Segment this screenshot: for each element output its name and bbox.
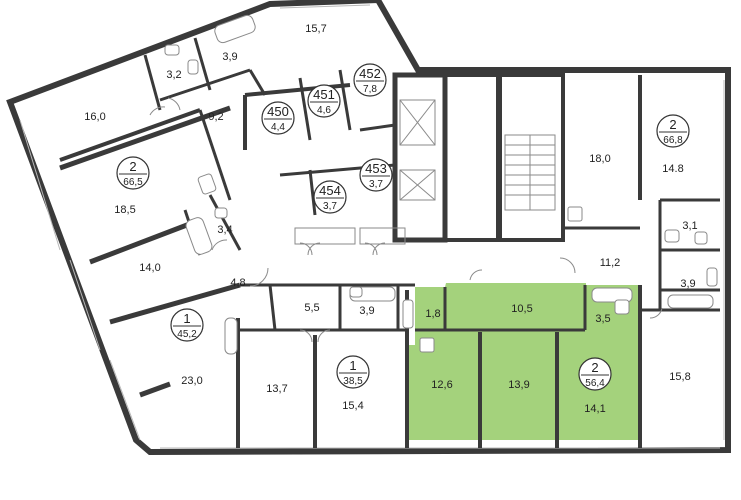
- unit-area: 56,4: [585, 378, 605, 389]
- unit-area: 3,7: [369, 179, 383, 190]
- unit-area: 4,6: [317, 105, 331, 116]
- room-area-label: 18,0: [589, 153, 610, 165]
- unit-number: 451: [313, 87, 335, 102]
- unit-badge-2-right: 2 66,8: [656, 114, 690, 148]
- entrance-doors: [294, 227, 406, 245]
- unit-area: 66,5: [123, 177, 143, 188]
- room-area-label: 15,4: [342, 400, 363, 412]
- room-labels: 15,7 3,9 3,2 16,0 9,2 18,5 3,4 14,0 4,8 …: [84, 23, 697, 415]
- room-area-label: 12,6: [431, 379, 452, 391]
- room-area-label: 3,9: [359, 305, 374, 317]
- highlighted-apartment[interactable]: [407, 283, 640, 440]
- unit-number: 1: [349, 358, 356, 373]
- unit-badge-451: 451 4,6: [307, 84, 341, 118]
- unit-number: 2: [129, 159, 136, 174]
- room-area-label: 14,1: [584, 403, 605, 415]
- unit-badge-2-highlight: 2 56,4: [578, 357, 612, 391]
- room-area-label: 3,5: [595, 313, 610, 325]
- room-area-label: 18,5: [114, 204, 135, 216]
- unit-badge-450: 450 4,4: [261, 101, 295, 135]
- unit-badge-1-left: 1 45,2: [170, 308, 204, 342]
- room-area-label: 3,9: [680, 278, 695, 290]
- unit-number: 454: [319, 183, 341, 198]
- unit-number: 450: [267, 104, 289, 119]
- unit-number: 453: [365, 161, 387, 176]
- room-area-label: 10,5: [511, 303, 532, 315]
- room-area-label: 13,9: [508, 379, 529, 391]
- unit-area: 45,2: [177, 329, 197, 340]
- unit-number: 2: [591, 360, 598, 375]
- room-area-label: 3,4: [217, 224, 232, 236]
- room-area-label: 4,8: [230, 277, 245, 289]
- room-area-label: 3,1: [682, 220, 697, 232]
- unit-badge-454: 454 3,7: [313, 180, 347, 214]
- room-area-label: 13,7: [266, 383, 287, 395]
- unit-area: 38,5: [343, 376, 363, 387]
- room-area-label: 23,0: [181, 375, 202, 387]
- room-area-label: 3,9: [222, 51, 237, 63]
- room-area-label: 15,8: [669, 371, 690, 383]
- room-area-label: 9,2: [208, 111, 223, 123]
- unit-badge-2-left: 2 66,5: [116, 156, 150, 190]
- unit-area: 3,7: [323, 201, 337, 212]
- room-area-label: 14,0: [139, 262, 160, 274]
- outer-walls: [6, 0, 731, 456]
- unit-area: 4,4: [271, 122, 285, 133]
- interior-walls: [59, 37, 720, 448]
- unit-badge-453: 453 3,7: [359, 158, 393, 192]
- unit-area: 7,8: [363, 84, 377, 95]
- unit-number: 452: [359, 66, 381, 81]
- unit-badge-1-center: 1 38,5: [336, 355, 370, 389]
- room-area-label: 1,8: [425, 308, 440, 320]
- room-area-label: 14.8: [662, 163, 683, 175]
- bathroom-fixtures: [164, 14, 718, 355]
- unit-number: 1: [183, 311, 190, 326]
- room-area-label: 16,0: [84, 111, 105, 123]
- room-area-label: 11,2: [600, 257, 621, 269]
- unit-number: 2: [669, 117, 676, 132]
- room-area-label: 3,2: [166, 69, 181, 81]
- door-swings: [149, 97, 663, 343]
- windows: [19, 4, 725, 449]
- room-area-label: 15,7: [305, 23, 326, 35]
- unit-badge-452: 452 7,8: [353, 63, 387, 97]
- unit-area: 66,8: [663, 135, 683, 146]
- room-area-label: 5,5: [304, 302, 319, 314]
